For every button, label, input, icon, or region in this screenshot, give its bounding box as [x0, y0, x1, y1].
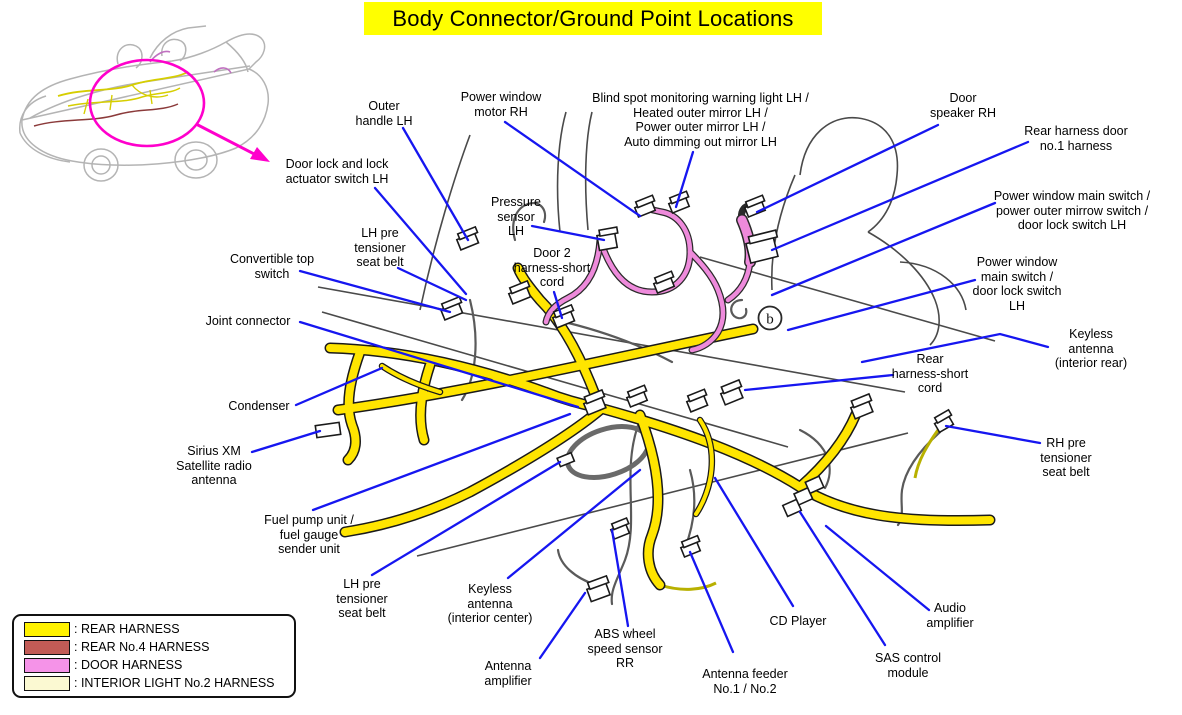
connectors [314, 190, 955, 603]
page-title: Body Connector/Ground Point Locations [364, 2, 822, 35]
label-rear-harness-door-no1: Rear harness door no.1 harness [1024, 124, 1128, 153]
label-pw-main-lock-lh: Power window main switch / door lock swi… [972, 255, 1062, 313]
legend-item-rear-no4-harness: : REAR No.4 HARNESS [24, 639, 294, 655]
label-pw-main-outer-mirrow-lock-lh: Power window main switch / power outer m… [993, 189, 1151, 232]
label-condenser: Condenser [228, 399, 290, 413]
label-power-window-motor-rh: Power window motor RH [460, 90, 542, 119]
label-keyless-antenna-interior-center: Keyless antenna (interior center) [447, 582, 533, 625]
highlight-arrowhead [250, 147, 270, 162]
rear-harness-yellow [324, 262, 996, 591]
label-rear-harness-short-cord: Rear harness-short cord [891, 352, 969, 395]
label-antenna-amplifier: Antenna amplifier [484, 659, 532, 688]
legend-item-rear-harness: : REAR HARNESS [24, 621, 294, 637]
label-convertible-top-switch: Convertible top switch [229, 252, 315, 281]
label-rh-pre-tensioner: RH pre tensioner seat belt [1040, 436, 1092, 479]
highlight-circle [88, 58, 206, 148]
label-door2-harness-short-cord: Door 2 harness-short cord [513, 246, 591, 289]
label-audio-amplifier: Audio amplifier [926, 601, 974, 630]
label-cd-player: CD Player [769, 614, 827, 628]
ground-point-letter: b [766, 312, 774, 328]
ground-point-b: b [730, 298, 783, 331]
label-sirius-xm-antenna: Sirius XM Satellite radio antenna [176, 444, 252, 487]
harness-legend: : REAR HARNESS : REAR No.4 HARNESS : DOO… [12, 614, 296, 698]
legend-item-door-harness: : DOOR HARNESS [24, 657, 294, 673]
legend-swatch-rear-harness [24, 621, 70, 637]
label-door-lock-actuator-switch-lh: Door lock and lock actuator switch LH [285, 157, 389, 186]
label-sas-control-module: SAS control module [874, 651, 941, 680]
label-door-speaker-rh: Door speaker RH [930, 91, 996, 120]
legend-item-interior-light-no2-harness: : INTERIOR LIGHT No.2 HARNESS [24, 675, 294, 691]
leader-lines [250, 120, 1050, 660]
label-pressure-sensor-lh: Pressure sensor LH [490, 195, 542, 238]
legend-swatch-door-harness [24, 657, 70, 673]
label-abs-wheel-speed-rr: ABS wheel speed sensor RR [587, 627, 663, 670]
label-blind-spot-mirror-lh: Blind spot monitoring warning light LH /… [592, 91, 809, 149]
car-thumbnail [19, 25, 270, 182]
highlight-arrow [195, 122, 259, 158]
label-antenna-feeder: Antenna feeder No.1 / No.2 [702, 667, 788, 696]
legend-swatch-interior-light-no2-harness [24, 675, 70, 691]
label-lh-pre-tensioner-lower: LH pre tensioner seat belt [336, 577, 388, 620]
label-keyless-antenna-interior-rear: Keyless antenna (interior rear) [1054, 327, 1128, 370]
label-fuel-pump-unit: Fuel pump unit / fuel gauge sender unit [264, 513, 354, 556]
label-lh-pre-tensioner-upper: LH pre tensioner seat belt [354, 226, 406, 269]
label-joint-connector: Joint connector [205, 314, 291, 328]
legend-swatch-rear-no4-harness [24, 639, 70, 655]
label-outer-handle-lh: Outer handle LH [355, 99, 413, 128]
